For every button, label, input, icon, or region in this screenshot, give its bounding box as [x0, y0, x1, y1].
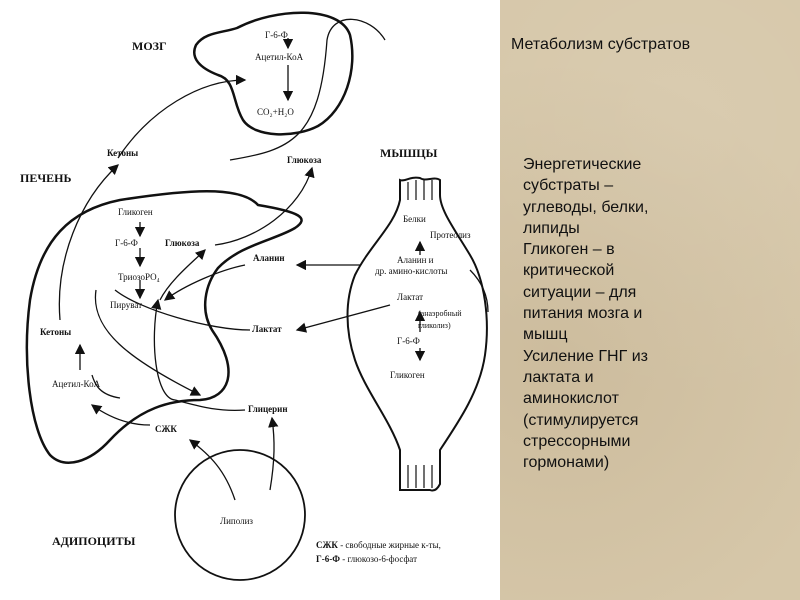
brain-co2-h2o: CO₂+H₂O [257, 107, 294, 117]
diagram-panel [0, 0, 500, 600]
body-line: ситуации – для [523, 283, 637, 301]
muscle-lactate: Лактат [397, 292, 423, 302]
body-line: гормонами) [523, 454, 610, 472]
body-line: углеводы, белки, [523, 198, 649, 216]
body-line: мышц [523, 326, 568, 344]
legend-g6p: Г-6-Ф - глюкозо-6-фосфат [316, 554, 417, 564]
liver-title: ПЕЧЕНЬ [20, 171, 71, 185]
flow-glycerol: Глицерин [248, 404, 288, 414]
brain-acetyl-coa: Ацетил-КоА [255, 52, 304, 62]
body-line: Усиление ГНГ из [523, 347, 648, 365]
muscle-anaerobic-2: гликолиз) [418, 321, 451, 330]
liver-glycogen: Гликоген [118, 207, 153, 217]
muscle-proteins: Белки [403, 214, 426, 224]
flow-ketones: Кетоны [107, 148, 138, 158]
muscle-alanine-1: Аланин и [397, 255, 434, 265]
muscle-tendon-lines [407, 180, 433, 488]
muscle-outline [346, 176, 488, 492]
adipocytes-title: АДИПОЦИТЫ [52, 534, 136, 548]
body-line: липиды [523, 219, 580, 237]
liver-g6p: Г-6-Ф [115, 238, 138, 248]
body-line: питания мозга и [523, 305, 643, 323]
liver-ketones: Кетоны [40, 327, 71, 337]
legend-ffa-text: - свободные жирные к-ты, [338, 540, 441, 550]
body-line: Гликоген – в [523, 241, 615, 259]
flow-glucose: Глюкоза [287, 155, 322, 165]
brain-title: МОЗГ [132, 39, 167, 53]
legend-g6p-text: - глюкозо-6-фосфат [340, 554, 417, 564]
muscle-g6p: Г-6-Ф [397, 336, 420, 346]
muscle-glycogen: Гликоген [390, 370, 425, 380]
muscle-title: МЫШЦЫ [380, 146, 438, 160]
brain-g6p: Г-6-Ф [265, 30, 288, 40]
legend-g6p-abbr: Г-6-Ф [316, 554, 340, 564]
liver-pyruvate: Пируват [110, 300, 142, 310]
body-line: Энергетические [523, 156, 642, 173]
body-line: критической [523, 262, 615, 280]
body-line: аминокислот [523, 390, 619, 408]
brain-outline [193, 11, 354, 136]
slide-title: Метаболизм субстратов [511, 36, 691, 53]
flow-alanine: Аланин [253, 253, 285, 263]
legend-ffa-abbr: СЖК [316, 540, 338, 550]
flow-lactate: Лактат [252, 324, 282, 334]
muscle-anaerobic-1: (анаэробный [418, 309, 462, 318]
adipocyte-outline [174, 449, 306, 581]
flow-arrows [58, 18, 489, 501]
adipocytes-lipolysis: Липолиз [220, 516, 253, 526]
legend-ffa: СЖК - свободные жирные к-ты, [316, 540, 441, 550]
liver-triose-phosphate: ТриозоРО₄ [118, 272, 160, 282]
muscle-alanine-2: др. амино-кислоты [375, 266, 447, 276]
body-line: (стимулируется [523, 411, 639, 429]
muscle-proteolysis: Протеолиз [430, 230, 471, 240]
liver-acetyl-coa: Ацетил-КоА [52, 379, 101, 389]
flow-ffa: СЖК [155, 424, 177, 434]
body-line: субстраты – [523, 177, 614, 195]
metabolism-diagram: МОЗГ Г-6-Ф Ацетил-КоА CO₂+H₂O ПЕЧЕНЬ Гли… [20, 11, 489, 581]
body-line: стрессорными [523, 432, 631, 450]
body-line: лактата и [523, 368, 594, 386]
liver-glucose: Глюкоза [165, 238, 200, 248]
slide-body-text: Энергетические субстраты – углеводы, белки… [523, 154, 788, 473]
liver-outline [25, 190, 303, 464]
